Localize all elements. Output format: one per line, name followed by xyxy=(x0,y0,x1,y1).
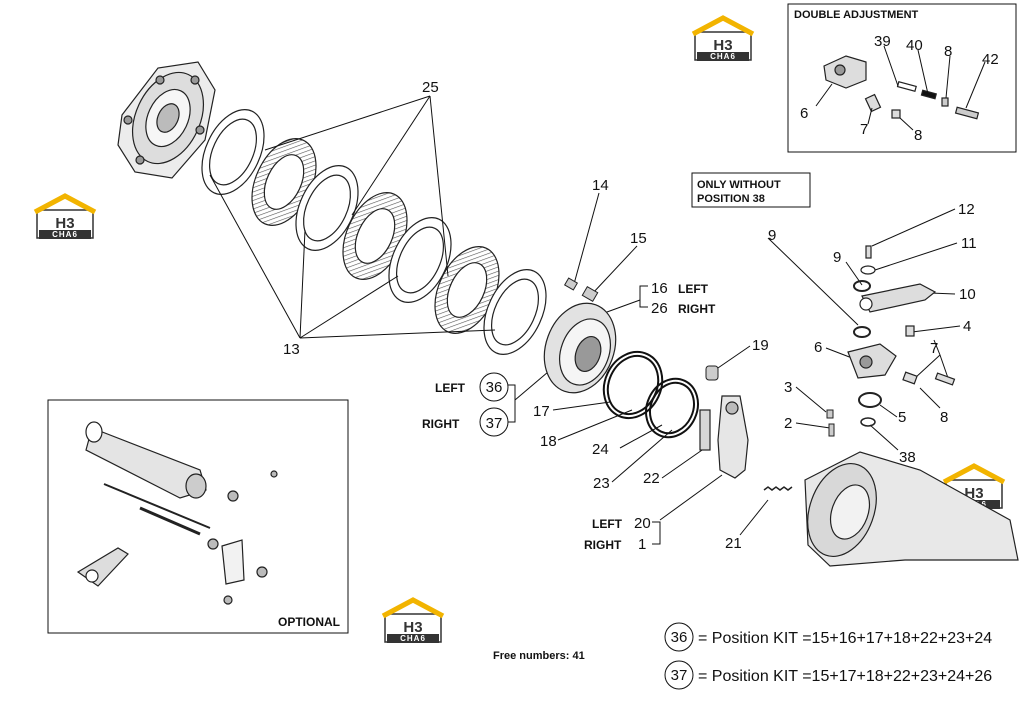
watermark-logo: H3 CHA6 xyxy=(383,600,443,643)
axle-small-parts xyxy=(826,392,882,437)
brake-lever xyxy=(699,395,749,479)
watermark-logo: H3 CHA6 xyxy=(35,196,95,239)
inset-title: DOUBLE ADJUSTMENT xyxy=(794,9,919,21)
part-number: 9 xyxy=(833,249,841,266)
part-number: 10 xyxy=(959,286,976,303)
part-number: 22 xyxy=(643,470,660,487)
kit-badge xyxy=(479,372,509,402)
part-number: 40 xyxy=(906,37,923,54)
side-label: RIGHT xyxy=(678,302,716,316)
optional-inset: OPTIONAL xyxy=(47,399,349,634)
part-number: 5 xyxy=(898,409,906,426)
svg-text:CHA6: CHA6 xyxy=(710,52,736,61)
part-number: 37 xyxy=(486,415,503,432)
part-number: 20 xyxy=(634,515,651,532)
part-number: 23 xyxy=(593,475,610,492)
side-label: RIGHT xyxy=(422,417,460,431)
svg-text:CHA6: CHA6 xyxy=(52,230,78,239)
leader-lines xyxy=(209,95,961,545)
kit-badge xyxy=(664,622,694,652)
brake-piston xyxy=(543,302,617,394)
adjuster-assembly xyxy=(847,245,956,386)
svg-text:H3: H3 xyxy=(713,37,732,54)
svg-text:36: 36 xyxy=(671,629,688,646)
part-number: 8 xyxy=(940,409,948,426)
optional-label: OPTIONAL xyxy=(278,615,340,629)
svg-text:H3: H3 xyxy=(403,619,422,636)
part-number: 8 xyxy=(914,127,922,144)
part-number: 16 xyxy=(651,280,668,297)
part-number-labels: 25 13 14 15 16 LEFT 26 RIGHT LEFT 36 RIG… xyxy=(283,33,999,553)
side-label: LEFT xyxy=(678,282,709,296)
watermark-logo: H3 CHA6 xyxy=(693,18,753,61)
double-adjustment-inset: DOUBLE ADJUSTMENT xyxy=(787,3,1017,153)
part-number: 36 xyxy=(486,379,503,396)
part-number: 14 xyxy=(592,177,609,194)
part-number: 25 xyxy=(422,79,439,96)
kit-definition: = Position KIT =15+17+18+22+23+24+26 xyxy=(698,668,992,685)
svg-text:ONLY WITHOUT: ONLY WITHOUT xyxy=(697,179,781,191)
part-number: 6 xyxy=(800,105,808,122)
part-number: 38 xyxy=(899,449,916,466)
kit-legend: 36 = Position KIT =15+16+17+18+22+23+24 … xyxy=(664,622,992,690)
kit-badge xyxy=(664,660,694,690)
part-number: 17 xyxy=(533,403,550,420)
seal-rings xyxy=(602,350,699,439)
svg-text:37: 37 xyxy=(671,667,688,684)
part-number: 3 xyxy=(784,379,792,396)
spring xyxy=(763,486,793,491)
part-number: 8 xyxy=(944,43,952,60)
part-number: 9 xyxy=(768,227,776,244)
part-number: 42 xyxy=(982,51,999,68)
brake-housing xyxy=(117,61,216,179)
part-number: 6 xyxy=(814,339,822,356)
kit-badge xyxy=(479,407,509,437)
part-number: 4 xyxy=(963,318,971,335)
svg-text:POSITION 38: POSITION 38 xyxy=(697,193,765,205)
part-number: 12 xyxy=(958,201,975,218)
small-parts xyxy=(563,277,719,381)
side-label: LEFT xyxy=(435,381,466,395)
part-number: 7 xyxy=(860,121,868,138)
part-number: 19 xyxy=(752,337,769,354)
part-number: 11 xyxy=(961,235,977,252)
brake-discs xyxy=(201,109,547,355)
part-number: 39 xyxy=(874,33,891,50)
part-number: 18 xyxy=(540,433,557,450)
part-number: 2 xyxy=(784,415,792,432)
free-numbers-note: Free numbers: 41 xyxy=(493,650,585,662)
axle-housing xyxy=(804,451,1019,567)
part-number: 7 xyxy=(930,340,938,357)
part-number: 13 xyxy=(283,341,300,358)
steel-disc xyxy=(483,269,547,355)
part-number: 26 xyxy=(651,300,668,317)
steel-disc xyxy=(201,109,265,195)
part-number: 15 xyxy=(630,230,647,247)
part-number: 1 xyxy=(638,536,646,553)
only-without-note: ONLY WITHOUT POSITION 38 xyxy=(691,172,811,208)
side-label: LEFT xyxy=(592,517,623,531)
part-number: 24 xyxy=(592,441,609,458)
side-label: RIGHT xyxy=(584,538,622,552)
svg-text:H3: H3 xyxy=(55,215,74,232)
svg-text:CHA6: CHA6 xyxy=(400,634,426,643)
part-number: 21 xyxy=(725,535,742,552)
kit-definition: = Position KIT =15+16+17+18+22+23+24 xyxy=(698,630,992,647)
